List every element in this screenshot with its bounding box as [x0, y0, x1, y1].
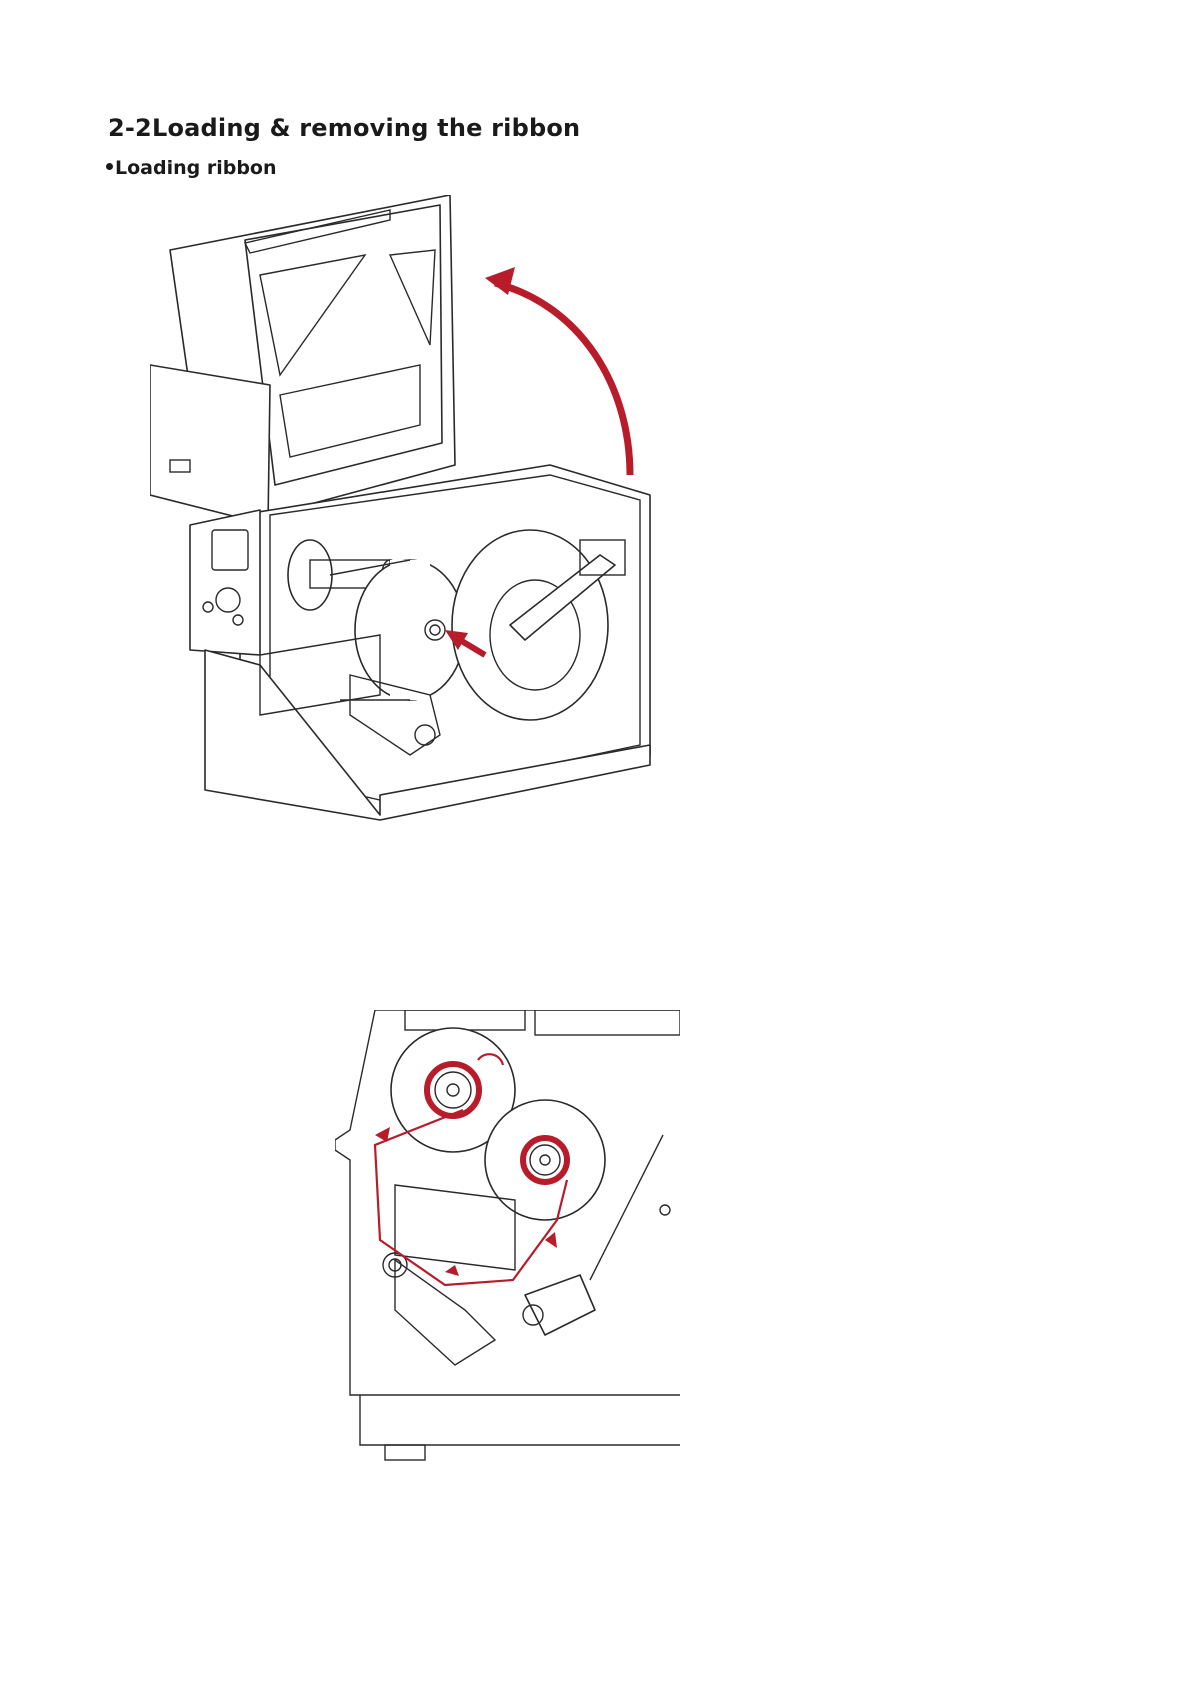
bullet-dot-icon	[106, 163, 113, 170]
cover-open-arrow-icon	[495, 283, 630, 475]
ribbon-path-diagram	[335, 1010, 680, 1465]
print-head-assembly	[395, 1185, 515, 1270]
bullet-label: Loading ribbon	[115, 157, 277, 179]
control-panel	[190, 510, 260, 655]
cover-front-panel	[150, 365, 270, 525]
printer-open-cover-illustration	[150, 195, 710, 885]
bullet-item: Loading ribbon	[106, 157, 277, 179]
section-heading: 2-2Loading & removing the ribbon	[108, 114, 580, 142]
ribbon-takeup-roll	[485, 1100, 605, 1220]
